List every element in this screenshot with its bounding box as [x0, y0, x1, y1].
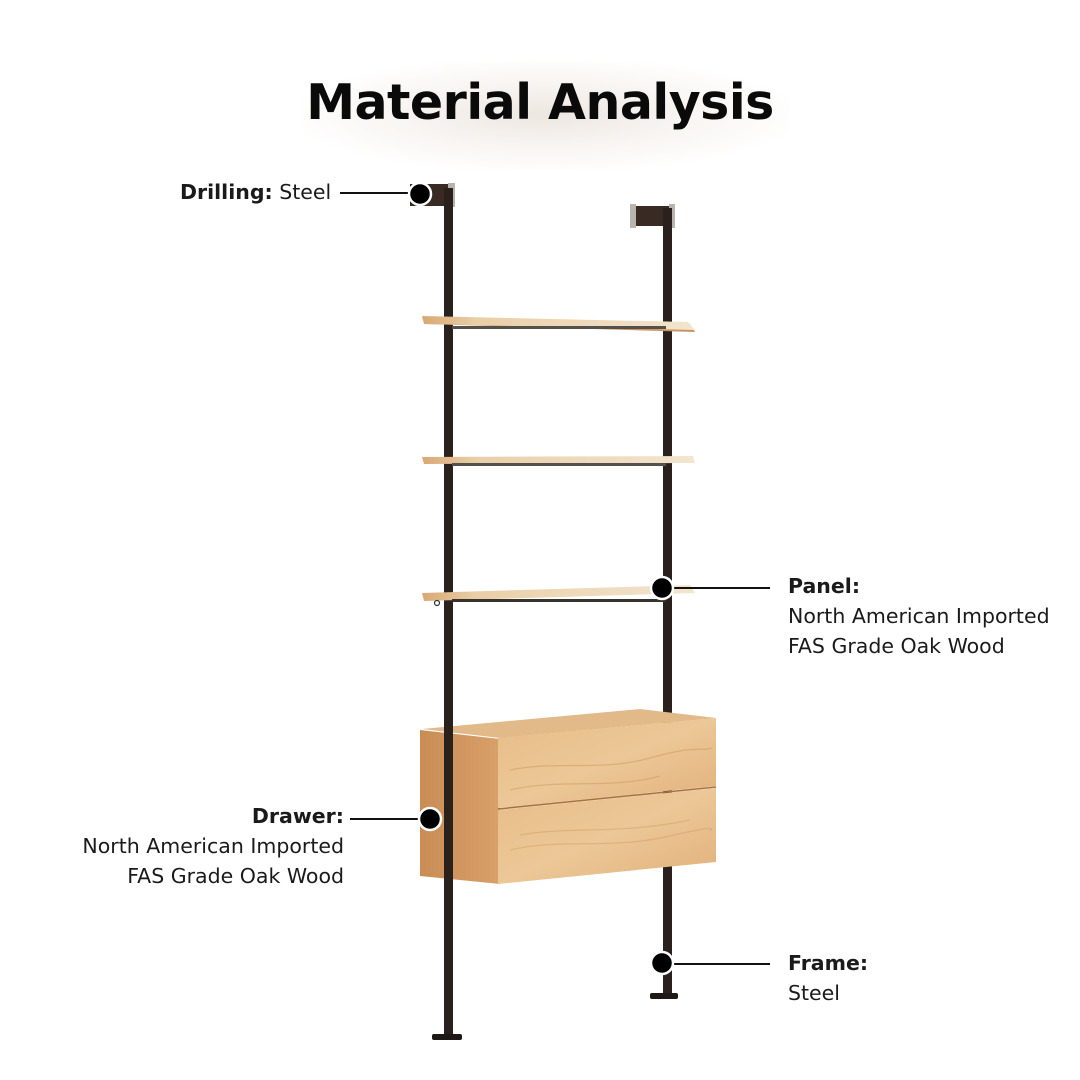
callout-drawer-line2: FAS Grade Oak Wood: [127, 864, 344, 888]
drawer-cabinet: [420, 709, 717, 884]
callout-frame: Frame: Steel: [788, 948, 868, 1008]
left-upright: [444, 188, 453, 1038]
right-upright: [663, 208, 672, 998]
drawer-marker-icon: [417, 806, 443, 832]
shelf-2: [422, 456, 695, 466]
callout-drilling: Drilling: Steel: [180, 177, 331, 207]
callout-panel-line2: FAS Grade Oak Wood: [788, 634, 1005, 658]
callout-panel: Panel: North American Imported FAS Grade…: [788, 571, 1050, 661]
shelf-3: [422, 585, 695, 607]
callout-drawer-key: Drawer:: [251, 804, 344, 828]
callout-frame-key: Frame:: [788, 951, 869, 975]
callout-drilling-value: Steel: [279, 180, 332, 204]
panel-marker-icon: [649, 575, 675, 601]
callout-panel-key: Panel:: [788, 574, 861, 598]
title-glow: [300, 60, 790, 170]
callout-drawer: Drawer: North American Imported FAS Grad…: [60, 801, 344, 891]
frame-marker-icon: [649, 950, 675, 976]
callout-drawer-line1: North American Imported: [82, 834, 344, 858]
page-title: Material Analysis: [306, 74, 774, 131]
drilling-marker-icon: [407, 181, 433, 207]
callout-drilling-key: Drilling:: [180, 180, 273, 204]
shelf-1: [422, 316, 695, 332]
callout-panel-line1: North American Imported: [788, 604, 1050, 628]
callout-frame-value: Steel: [788, 981, 840, 1005]
